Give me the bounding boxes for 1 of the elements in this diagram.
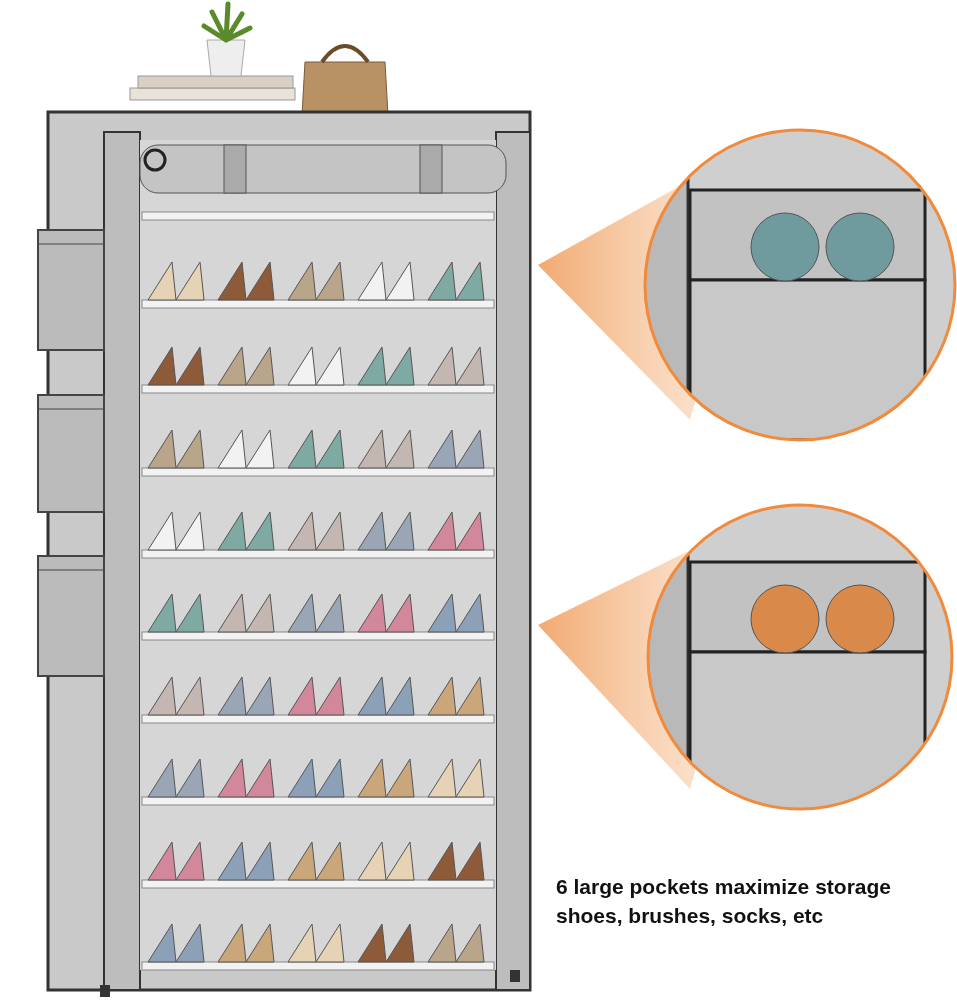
feature-caption: 6 large pockets maximize storage shoes, brushes, socks, etc — [556, 874, 892, 929]
